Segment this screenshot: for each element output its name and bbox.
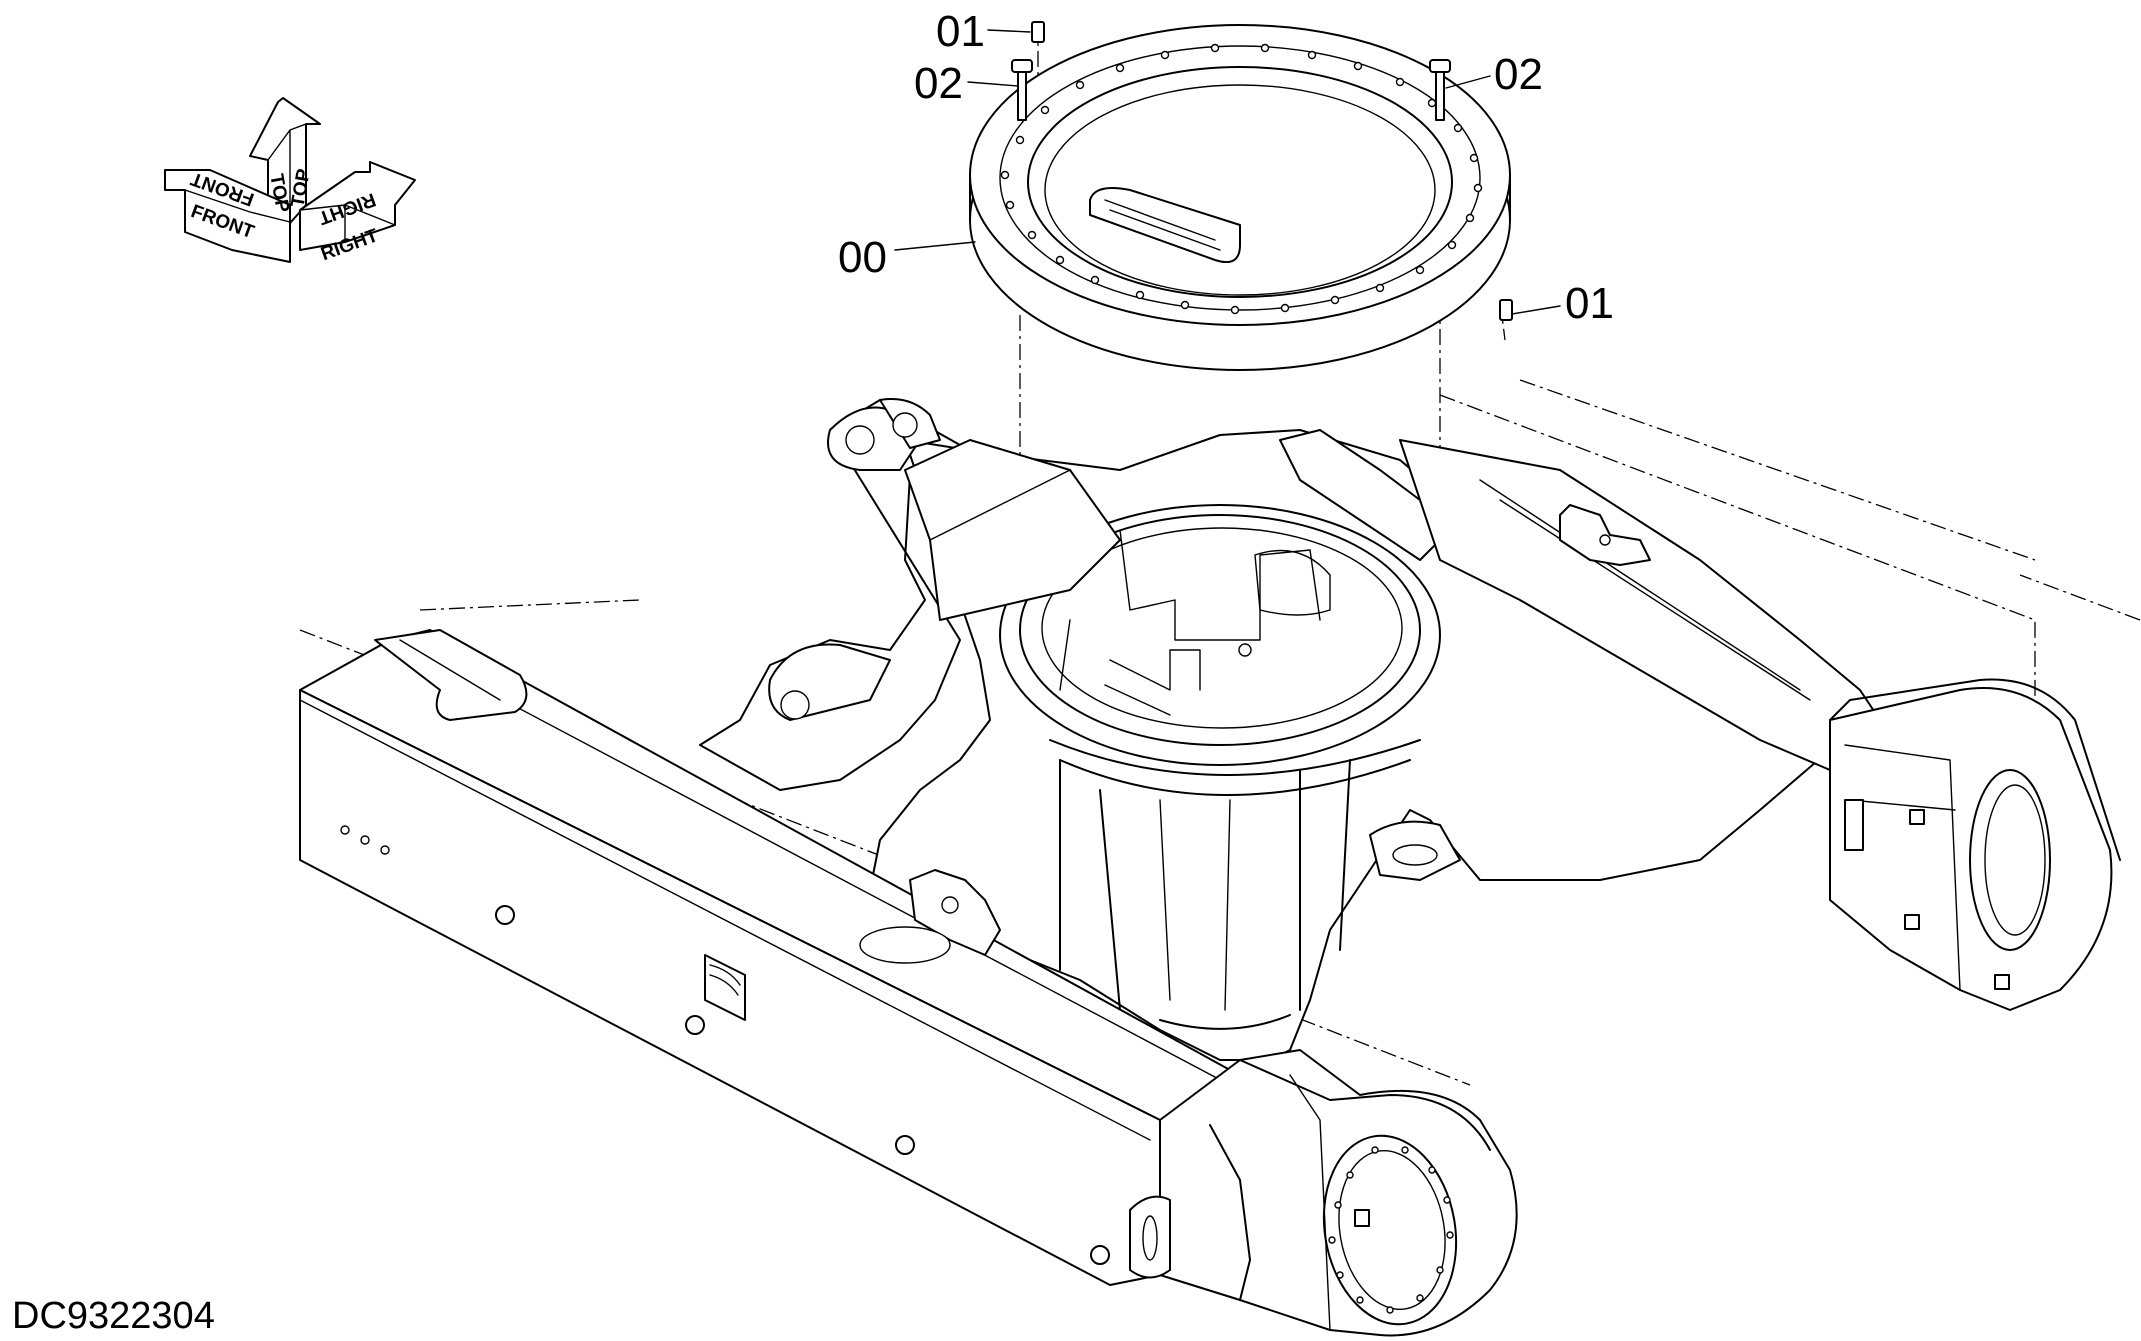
leader-lines <box>894 29 1561 315</box>
ring-outer-top <box>969 24 1511 326</box>
pin-icon <box>1031 21 1045 43</box>
ring-bolt-holes <box>1000 43 1483 315</box>
pedestal-outer <box>999 504 1441 766</box>
ring-inner-edge <box>1027 66 1453 298</box>
callout-02-right: 02 <box>1494 50 1543 99</box>
ring-bolt-circle <box>999 45 1481 311</box>
swing-bearing-ring <box>969 24 1511 371</box>
leader-02-left <box>967 81 1019 87</box>
drawing-id: DC9322304 <box>12 1295 215 1337</box>
idler-bore-holes <box>1328 1146 1454 1314</box>
callout-00: 00 <box>838 233 887 282</box>
callouts: 01 02 02 00 01 <box>838 7 1614 328</box>
right-track-frame <box>1399 439 2121 1011</box>
left-track-top-slot <box>374 629 528 721</box>
leader-01-right <box>1511 305 1561 315</box>
bolt-icon <box>1011 59 1033 121</box>
leader-01-top <box>987 29 1031 33</box>
left-idler-housing <box>1159 1049 1518 1337</box>
right-arrow-shape <box>299 161 416 251</box>
orientation-indicator: FRONT FRONT TOP TOP RIGHT RIGHT <box>164 97 416 265</box>
bolt-icon <box>1429 59 1451 121</box>
callout-01-top: 01 <box>936 7 985 56</box>
leader-00 <box>894 241 976 251</box>
callout-01-right: 01 <box>1565 279 1614 328</box>
front-arrow-shape <box>164 169 291 263</box>
left-track-clamp <box>909 869 1001 956</box>
left-track-frame <box>299 629 1518 1337</box>
bolts-and-pins <box>1011 21 1513 321</box>
pin-icon <box>1499 299 1513 321</box>
center-frame-upper-lug <box>904 439 1121 621</box>
leader-02-right <box>1445 75 1491 89</box>
callout-02-left: 02 <box>914 59 963 108</box>
